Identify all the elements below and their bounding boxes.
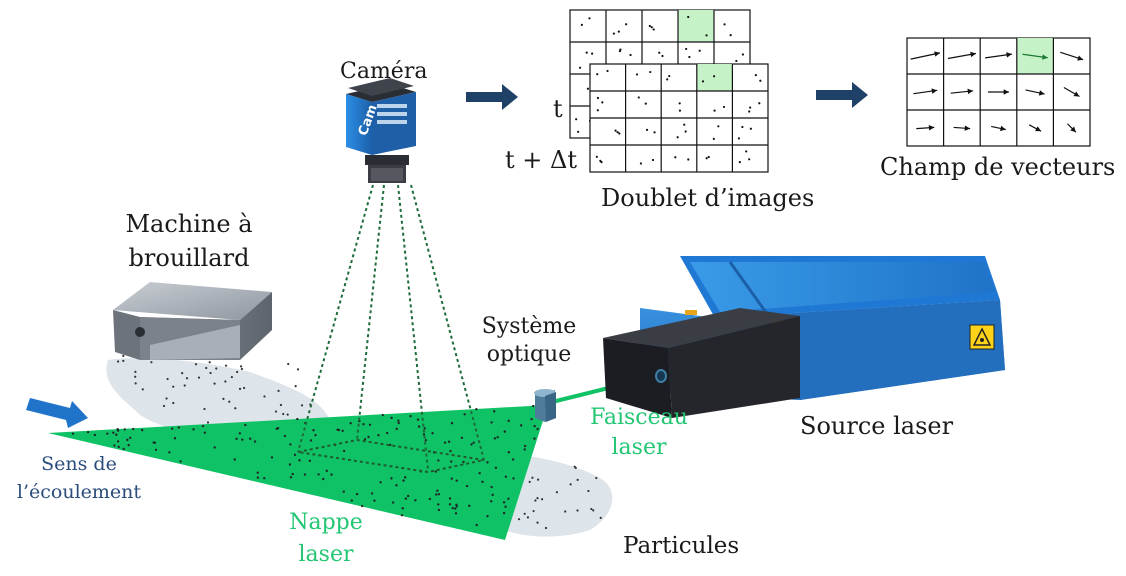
laser-beam-label-line2: laser (611, 435, 667, 460)
vector-field-grid (906, 37, 1091, 147)
flow-direction-label-line2: l’écoulement (16, 481, 142, 503)
optical-system-label-line2: optique (486, 342, 572, 367)
laser-sheet-label: Nappe laser (276, 510, 376, 568)
fog-machine-label-line2: brouillard (128, 244, 250, 272)
camera-field-of-view (297, 184, 485, 474)
arrow-right-icon (816, 82, 868, 108)
vector-field-label: Champ de vecteurs (880, 153, 1116, 181)
laser-sheet-label-line2: laser (298, 542, 354, 567)
laser-sheet-label-line1: Nappe (289, 510, 363, 535)
laser-beam-label: Faisceau laser (579, 405, 699, 461)
camera-label: Caméra (340, 59, 428, 84)
camera-icon: Cam (346, 78, 416, 183)
fog-machine-label: Machine à brouillard (114, 210, 264, 272)
highlighted-cell (678, 10, 714, 42)
fog-machine-label-line1: Machine à (125, 210, 253, 238)
fog-machine (113, 282, 272, 360)
particles-label: Particules (623, 533, 740, 559)
laser-hazard-icon (969, 324, 995, 350)
highlighted-cell (696, 64, 733, 91)
flow-direction-label: Sens de l’écoulement (4, 452, 154, 504)
image-doublet-label: Doublet d’images (601, 184, 815, 212)
sheet-particles (71, 404, 546, 527)
laser-source (603, 256, 1005, 418)
laser-source-label: Source laser (800, 412, 954, 440)
time-t-label: t (553, 95, 563, 123)
laser-sheet (48, 405, 548, 540)
optical-system-label-line1: Système (481, 314, 577, 339)
optical-system (534, 389, 556, 422)
flow-direction-arrow (26, 398, 88, 428)
time-t-dt-label: t + Δt (505, 146, 577, 174)
image-frame-t-dt (589, 63, 769, 173)
laser-beam-label-line1: Faisceau (590, 405, 688, 430)
arrow-right-icon (466, 84, 518, 110)
flow-direction-label-line1: Sens de (41, 453, 117, 475)
optical-system-label: Système optique (474, 314, 584, 368)
